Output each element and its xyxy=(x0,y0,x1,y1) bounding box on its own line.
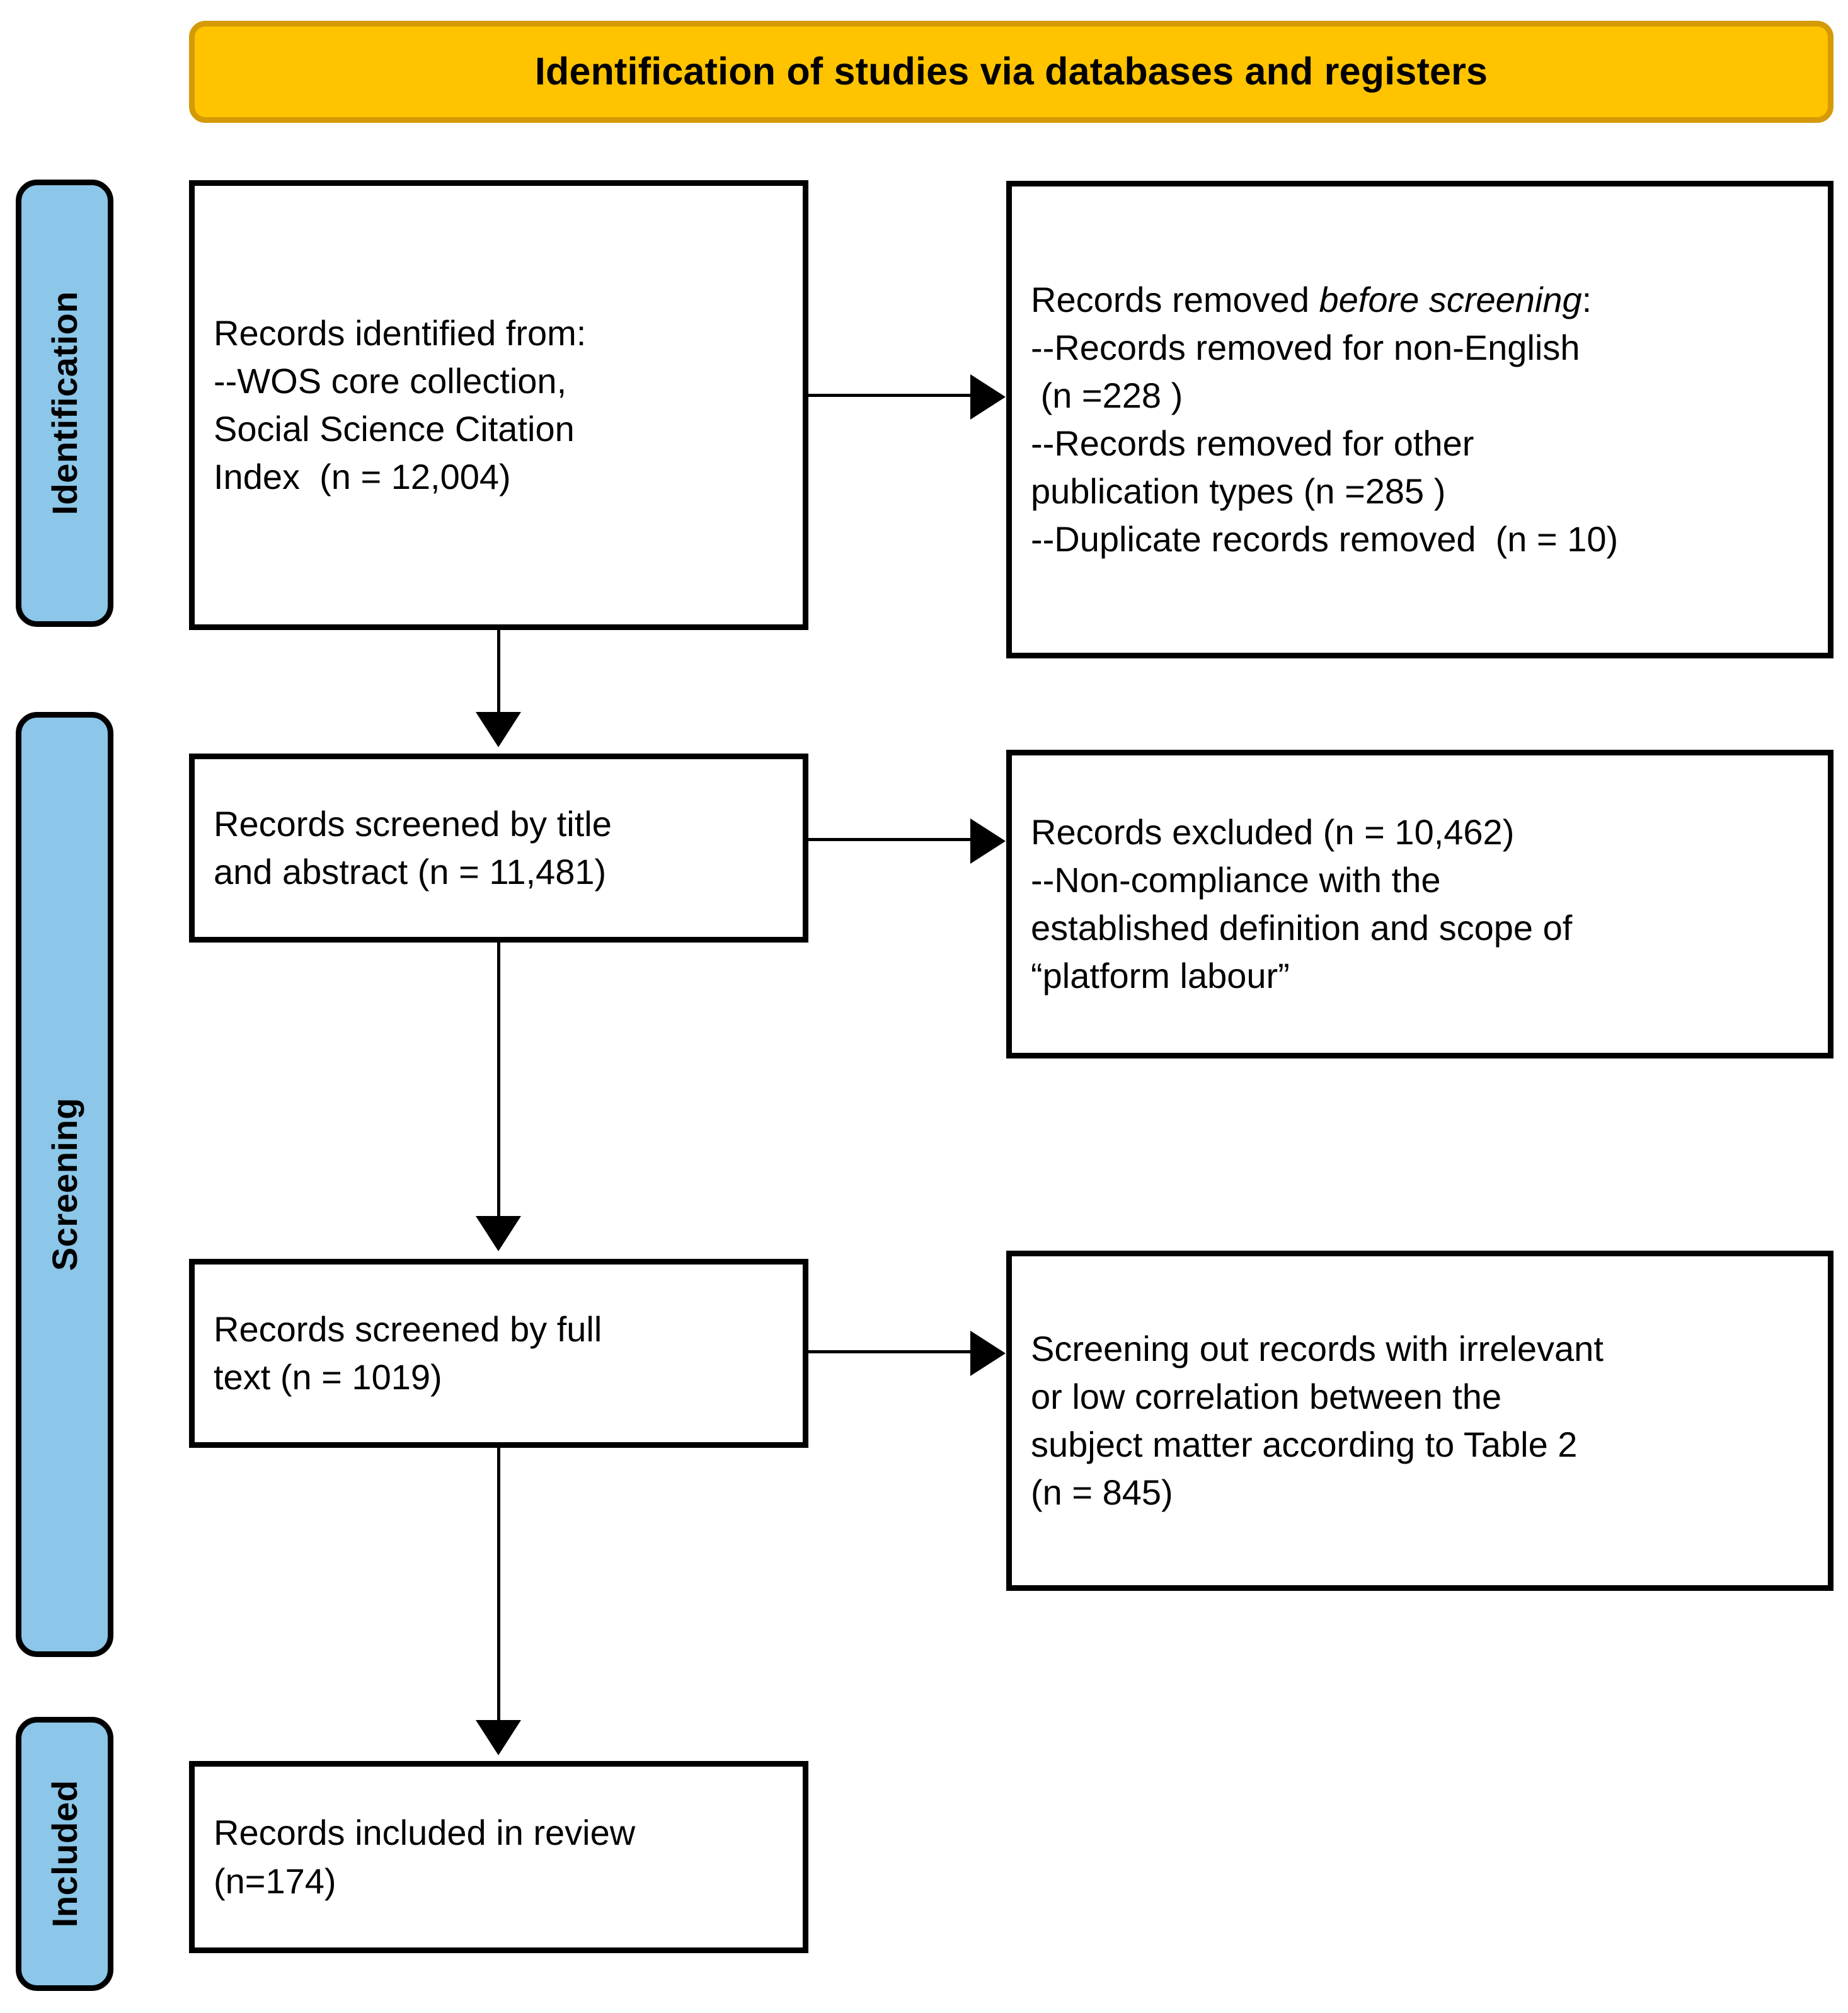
box-line: Records excluded (n = 10,462) xyxy=(1031,812,1515,852)
box-heading: Records removed before screening: xyxy=(1012,276,1828,324)
stage-label-text: Screening xyxy=(45,1098,84,1271)
stage-label-text: Identification xyxy=(45,291,84,515)
connector-line-screened-ft-to-included xyxy=(497,1448,500,1725)
box-line: text (n = 1019) xyxy=(214,1357,442,1397)
box-line: subject matter according to Table 2 xyxy=(1031,1425,1578,1464)
arrow-down-icon xyxy=(476,712,521,747)
box-records-excluded: Records excluded (n = 10,462) --Non-comp… xyxy=(1006,750,1834,1058)
connector-line-identified-to-screened-ta xyxy=(497,630,500,718)
connector-line-screened-ta-to-screened-ft xyxy=(497,943,500,1220)
box-line: publication types (n =285 ) xyxy=(1031,471,1446,512)
box-records-screened-title-abstract: Records screened by title and abstract (… xyxy=(189,754,808,943)
box-heading-prefix: Records removed xyxy=(1031,279,1319,319)
box-line: “platform labour” xyxy=(1031,956,1290,996)
box-line: Records identified from: xyxy=(214,313,587,353)
box-line: --Non-compliance with the xyxy=(1031,859,1441,900)
arrow-right-icon xyxy=(970,374,1006,420)
stage-label-screening: Screening xyxy=(16,712,113,1657)
box-records-identified: Records identified from: --WOS core coll… xyxy=(189,180,808,630)
arrow-right-icon xyxy=(970,818,1006,864)
box-line: Records included in review xyxy=(214,1813,636,1853)
stage-label-text: Included xyxy=(45,1780,84,1928)
box-line: (n = 845) xyxy=(1031,1472,1173,1513)
box-line: and abstract (n = 11,481) xyxy=(214,852,607,892)
box-line: Records screened by title xyxy=(214,803,612,844)
arrow-right-icon xyxy=(970,1331,1006,1376)
stage-label-included: Included xyxy=(16,1717,113,1991)
connector-line-screened-ft-to-screened-out xyxy=(808,1350,973,1353)
box-heading-suffix: : xyxy=(1581,279,1592,319)
box-line: (n=174) xyxy=(214,1861,336,1901)
box-heading-italic: before screening xyxy=(1319,279,1582,319)
box-line: --Records removed for other xyxy=(1031,423,1474,463)
stage-label-identification: Identification xyxy=(16,180,113,627)
box-line: or low correlation between the xyxy=(1031,1376,1502,1416)
header-banner: Identification of studies via databases … xyxy=(189,21,1834,123)
connector-line-screened-ta-to-excluded xyxy=(808,838,973,841)
box-line: Records screened by full xyxy=(214,1309,602,1349)
box-records-removed-before-screening: Records removed before screening: --Reco… xyxy=(1006,181,1834,658)
box-line: Screening out records with irrelevant xyxy=(1031,1328,1604,1368)
box-line: (n =228 ) xyxy=(1031,375,1183,415)
banner-title: Identification of studies via databases … xyxy=(534,50,1488,93)
box-records-included-in-review: Records included in review (n=174) xyxy=(189,1761,808,1953)
box-line: --Duplicate records removed (n = 10) xyxy=(1031,519,1619,559)
connector-line-identified-to-removed xyxy=(808,394,973,397)
arrow-down-icon xyxy=(476,1216,521,1251)
box-records-screened-full-text: Records screened by full text (n = 1019) xyxy=(189,1259,808,1448)
box-line: --Records removed for non-English xyxy=(1031,327,1580,367)
box-line: Social Science Citation xyxy=(214,409,575,449)
box-screening-out-records: Screening out records with irrelevant or… xyxy=(1006,1251,1834,1591)
arrow-down-icon xyxy=(476,1720,521,1755)
box-line: Index (n = 12,004) xyxy=(214,457,511,497)
box-line: --WOS core collection, xyxy=(214,360,567,401)
box-line: established definition and scope of xyxy=(1031,908,1573,948)
